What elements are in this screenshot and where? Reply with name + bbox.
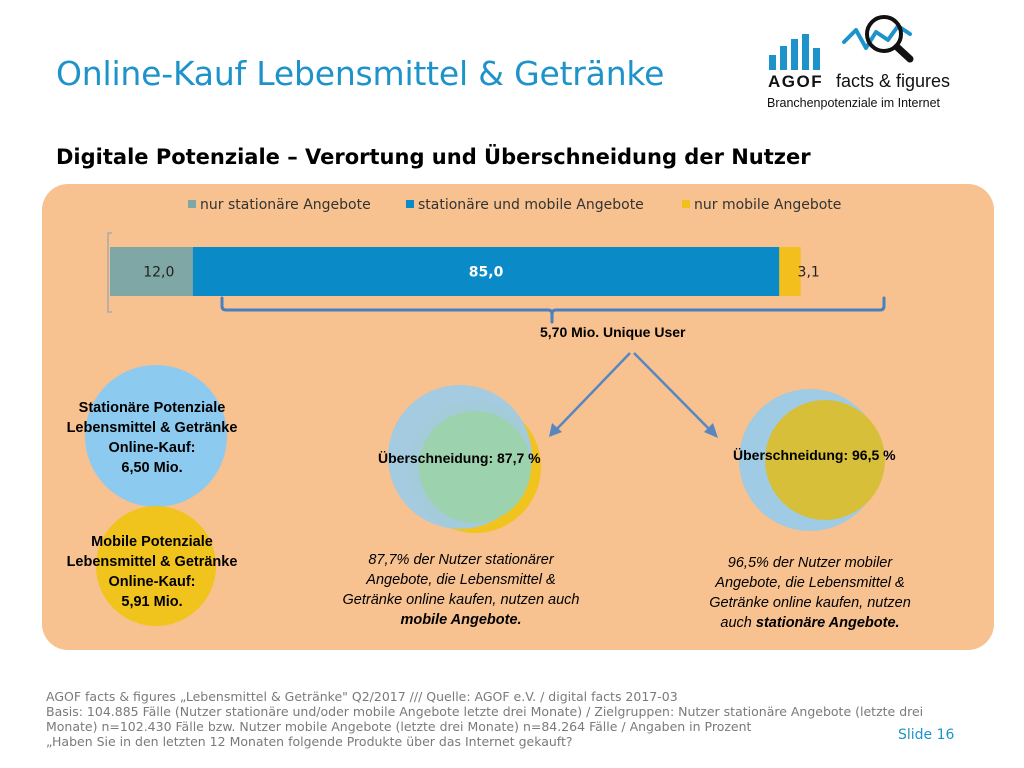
overlap-label-mobile: Überschneidung: 96,5 % — [733, 447, 896, 463]
bar-data-label: 12,0 — [143, 265, 174, 281]
label-line: Lebensmittel & Getränke — [66, 420, 238, 436]
overlap-label-stationary: Überschneidung: 87,7 % — [378, 450, 541, 466]
stacked-bar: 12,0 85,0 3,1 — [110, 247, 820, 296]
unique-user-annotation: 5,70 Mio. Unique User — [540, 324, 686, 340]
overlap-venn-mobile — [739, 389, 885, 531]
caption-bold: mobile Angebote. — [400, 612, 522, 628]
overlap-caption-stationary: 87,7% der Nutzer stationärer Angebote, d… — [325, 550, 597, 630]
caption-prefix: auch — [720, 615, 756, 631]
legend-label: stationäre und mobile Angebote — [418, 197, 644, 213]
slide-number: Slide 16 — [898, 727, 955, 743]
label-line: Online-Kauf: — [108, 574, 196, 590]
caption-line: 96,5% der Nutzer mobiler — [727, 555, 893, 571]
overlap-caption-mobile: 96,5% der Nutzer mobiler Angebote, die L… — [688, 553, 932, 633]
logo-tagline: facts & figures — [836, 71, 951, 91]
caption-line: Angebote, die Lebensmittel & — [715, 575, 905, 591]
caption-line: Angebote, die Lebensmittel & — [366, 572, 556, 588]
source-footnote: AGOF facts & figures „Lebensmittel & Get… — [46, 689, 966, 749]
legend-item-only-stationary: nur stationäre Angebote — [188, 197, 371, 213]
caption-bold: stationäre Angebote. — [755, 615, 900, 631]
footnote-line: „Haben Sie in den letzten 12 Monaten fol… — [46, 734, 573, 749]
label-line: 5,91 Mio. — [121, 594, 183, 610]
bar-segment — [192, 247, 780, 296]
footnote-line: Monate) n=102.430 Fälle bzw. Nutzer mobi… — [46, 719, 752, 734]
legend-item-only-mobile: nur mobile Angebote — [682, 197, 841, 213]
bar-data-label: 3,1 — [798, 265, 820, 281]
category-axis-line — [107, 232, 112, 313]
bar-data-label: 85,0 — [469, 265, 504, 281]
label-line: Stationäre Potenziale — [78, 400, 226, 416]
caption-line: mobile Angebote. — [325, 610, 597, 630]
caption-line: Getränke online kaufen, nutzen auch — [342, 592, 580, 608]
stationary-potential-circle — [85, 365, 227, 507]
legend-swatch — [406, 200, 414, 208]
logo-brand: AGOF — [768, 72, 824, 91]
stationary-potential-label: Stationäre Potenziale Lebensmittel & Get… — [56, 398, 248, 478]
bar-segment — [779, 247, 801, 296]
label-line: Mobile Potenziale — [91, 534, 213, 550]
footnote-line: Basis: 104.885 Fälle (Nutzer stationäre … — [46, 704, 924, 719]
caption-line: Getränke online kaufen, nutzen — [709, 595, 911, 611]
bar-segment — [110, 247, 193, 296]
arrow-left-icon — [549, 352, 631, 437]
mobile-potential-label: Mobile Potenziale Lebensmittel & Getränk… — [56, 532, 248, 612]
caption-line: auch stationäre Angebote. — [688, 613, 932, 633]
venn-overlap-area — [419, 411, 531, 523]
venn-mobile-circle — [765, 400, 885, 520]
arrow-right-icon — [633, 352, 718, 438]
logo-subtitle: Branchenpotenziale im Internet — [767, 96, 941, 110]
label-line: Lebensmittel & Getränke — [66, 554, 238, 570]
mobile-potential-circle — [96, 506, 216, 626]
overlap-venn-stationary — [388, 385, 541, 533]
legend-swatch — [682, 200, 690, 208]
unique-user-bracket — [220, 296, 886, 324]
legend-item-stationary-mobile: stationäre und mobile Angebote — [406, 197, 644, 213]
legend-label: nur stationäre Angebote — [200, 197, 371, 213]
bar-chart-icon — [769, 34, 820, 70]
label-line: Online-Kauf: — [108, 440, 196, 456]
label-line: 6,50 Mio. — [121, 460, 183, 476]
section-subtitle: Digitale Potenziale – Verortung und Über… — [56, 145, 811, 169]
agof-logo — [769, 15, 914, 70]
legend-label: nur mobile Angebote — [694, 197, 842, 213]
legend-swatch — [188, 200, 196, 208]
page-title: Online-Kauf Lebensmittel & Getränke — [56, 54, 665, 93]
magnifier-trend-icon — [842, 15, 914, 63]
footnote-line: AGOF facts & figures „Lebensmittel & Get… — [46, 689, 678, 704]
caption-line: 87,7% der Nutzer stationärer — [368, 552, 554, 568]
